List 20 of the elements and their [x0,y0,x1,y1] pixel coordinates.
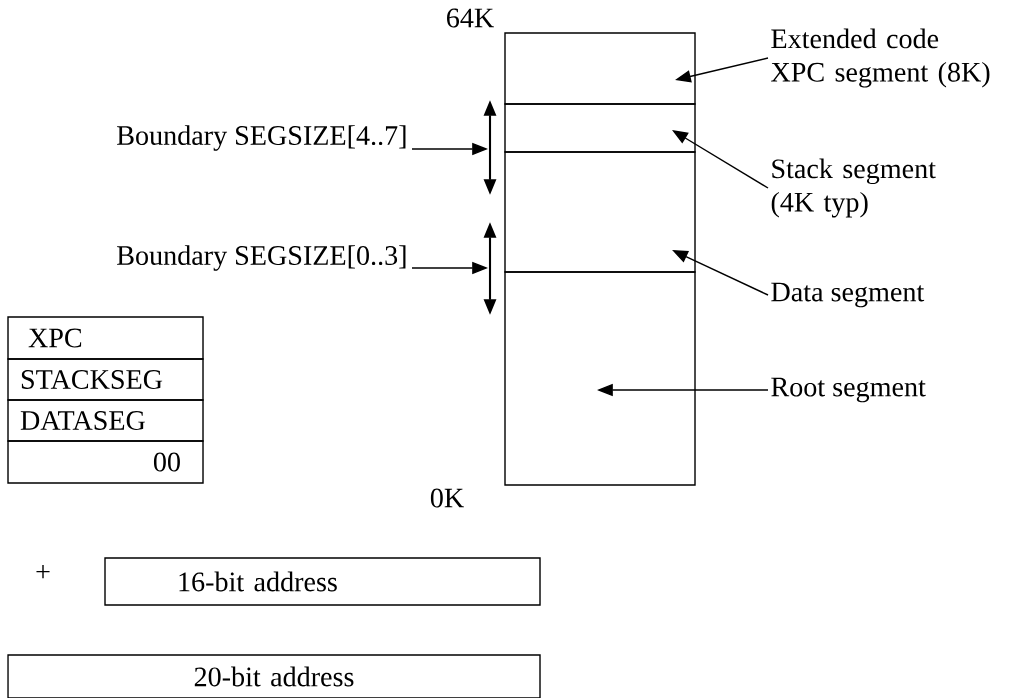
register-cell: 00 [7,440,204,484]
segment-label: Data segment [771,282,925,308]
register-cell: DATASEG [7,399,204,442]
address-label: 0K [430,488,464,508]
leader-line [672,130,769,189]
memory-segment [504,32,696,105]
address-label: 64K [447,8,494,28]
register-cell: XPC [7,316,204,360]
memory-segment [504,271,696,486]
register-cell: STACKSEG [7,358,204,401]
memory-segment [504,103,696,153]
segment-label: Root segment [771,377,926,403]
segment-label: Stack segment (4K typ) [771,158,936,218]
boundary-label: Boundary SEGSIZE[4..7] [117,125,406,151]
memory-segment [504,151,696,273]
segment-label: Extended code XPC segment (8K) [771,28,990,88]
address-box: 16-bit address [104,557,541,606]
boundary-label: Boundary SEGSIZE[0..3] [117,245,406,271]
address-box: 20-bit address [7,654,541,698]
plus-sign: + [36,565,50,579]
